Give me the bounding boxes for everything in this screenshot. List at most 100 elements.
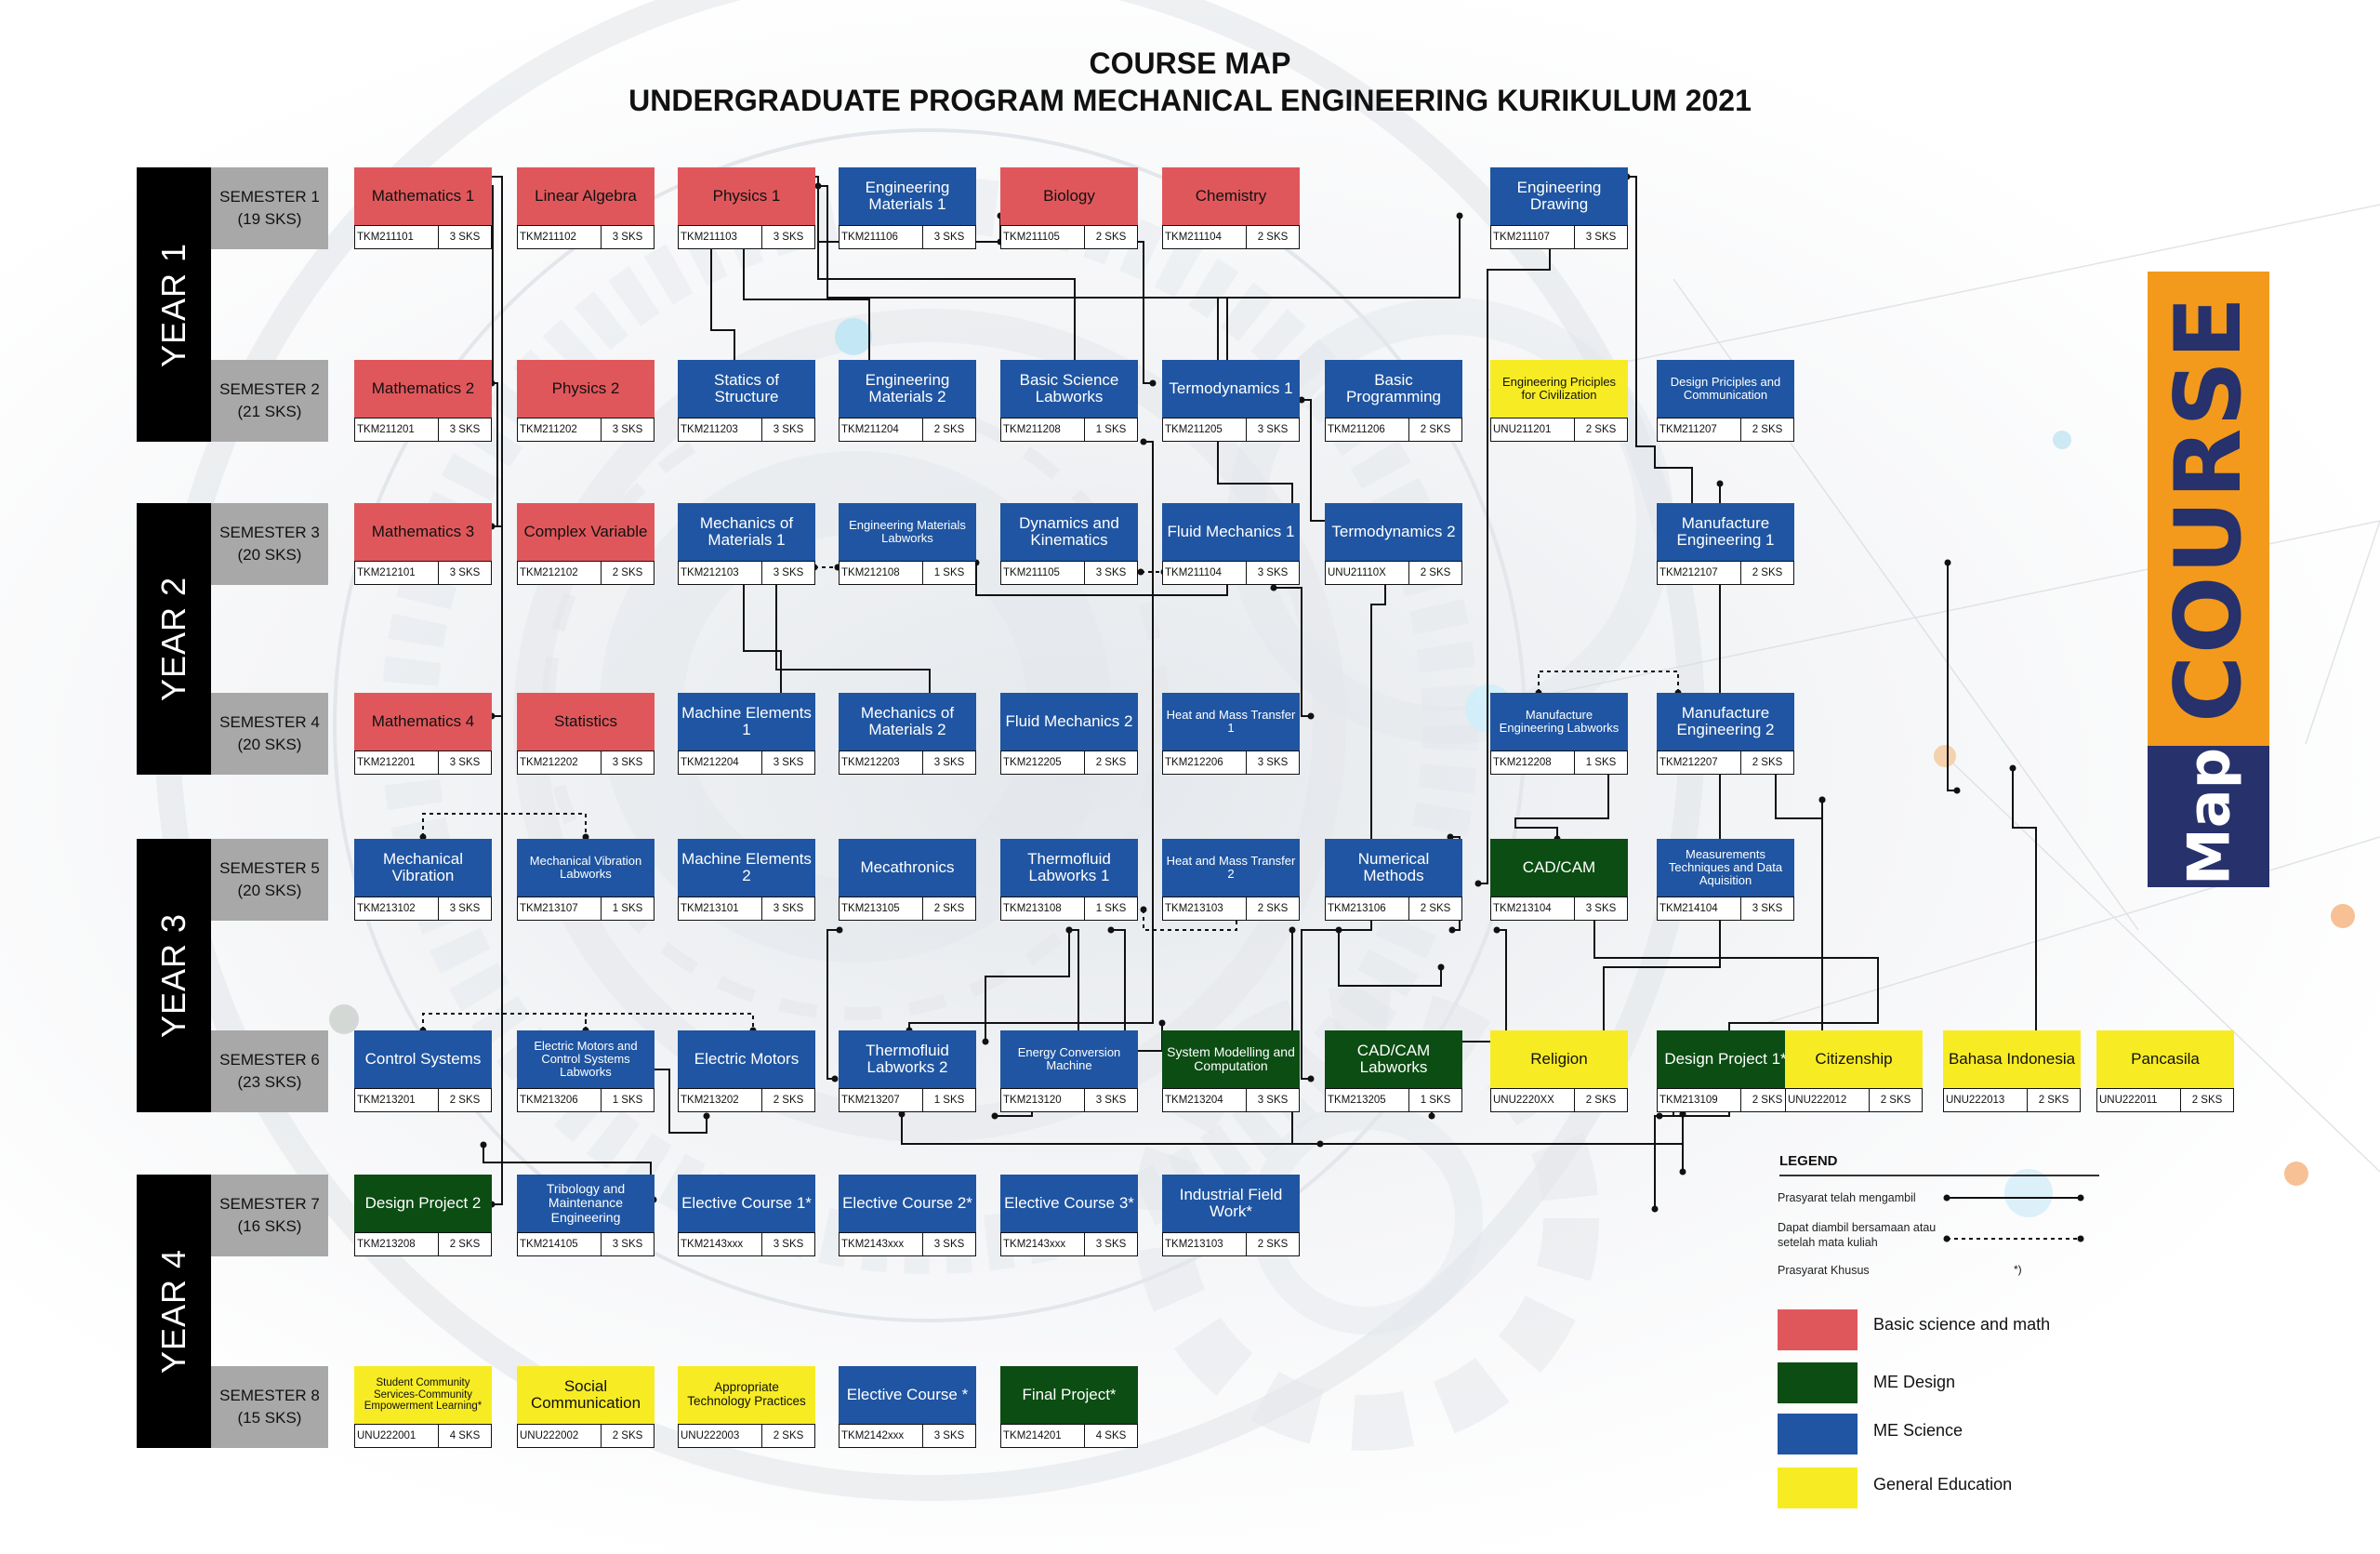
course-name: Tribology and Maintenance Engineering: [517, 1175, 654, 1232]
course-code: TKM212205: [1001, 751, 1085, 774]
year-label: YEAR 1: [137, 167, 211, 442]
course-code: TKM213207: [840, 1089, 923, 1111]
course-sks: 2 SKS: [1095, 757, 1127, 768]
course-name: Final Project*: [1000, 1366, 1138, 1424]
course-card-sccel: Student Community Services-Community Emp…: [354, 1366, 492, 1450]
course-sks: 3 SKS: [773, 903, 804, 914]
course-name: Elective Course 2*: [839, 1175, 976, 1232]
course-code: TKM213103: [1163, 1233, 1247, 1255]
course-sks: 3 SKS: [933, 232, 965, 243]
semester-label: SEMESTER 8(15 SKS): [211, 1366, 328, 1448]
course-sks: 3 SKS: [1257, 757, 1289, 768]
semester-label: SEMESTER 6(23 SKS): [211, 1030, 328, 1112]
course-code: TKM213201: [355, 1089, 439, 1111]
course-code: TKM213103: [1163, 897, 1247, 920]
course-code: UNU222001: [355, 1425, 439, 1447]
course-name: Mathematics 4: [354, 693, 492, 750]
course-sks: 3 SKS: [1257, 1095, 1289, 1106]
course-code: TKM213105: [840, 897, 923, 920]
course-code: TKM212103: [679, 562, 762, 584]
course-sks: 2 SKS: [612, 1430, 643, 1441]
course-name: Dynamics and Kinematics: [1000, 503, 1138, 561]
course-code: TKM211105: [1001, 226, 1085, 248]
course-sks: 3 SKS: [773, 424, 804, 435]
legend-swatch-general-education: [1778, 1468, 1858, 1508]
legend-special-mark: *): [2014, 1263, 2022, 1276]
course-name: Mechanical Vibration Labworks: [517, 839, 654, 897]
course-sks: 3 SKS: [1095, 1239, 1127, 1250]
course-sks: 3 SKS: [449, 232, 481, 243]
course-code: TKM211103: [679, 226, 762, 248]
course-name: Biology: [1000, 167, 1138, 225]
course-code: TKM2143xxx: [840, 1233, 923, 1255]
course-sks: 4 SKS: [1095, 1430, 1127, 1441]
course-name: Design Priciples and Communication: [1657, 360, 1794, 418]
brand-course-banner: COURSE: [2148, 272, 2269, 746]
course-code: TKM213106: [1326, 897, 1409, 920]
course-code: TKM211208: [1001, 418, 1085, 441]
course-name: Citizenship: [1785, 1030, 1923, 1088]
course-sks: 3 SKS: [1257, 567, 1289, 578]
course-sks: 3 SKS: [1585, 232, 1617, 243]
legend-label-me-science: ME Science: [1873, 1421, 1964, 1440]
course-sks: 4 SKS: [449, 1430, 481, 1441]
course-code: TKM214105: [518, 1233, 602, 1255]
course-name: Mathematics 3: [354, 503, 492, 561]
course-code: TKM2143xxx: [1001, 1233, 1085, 1255]
course-code: TKM211203: [679, 418, 762, 441]
course-name: Complex Variable: [517, 503, 654, 561]
course-sks: 3 SKS: [933, 1239, 965, 1250]
course-name: Fluid Mechanics 2: [1000, 693, 1138, 750]
course-sks: 2 SKS: [1420, 903, 1451, 914]
course-name: Thermofluid Labworks 2: [839, 1030, 976, 1088]
course-sks: 2 SKS: [773, 1095, 804, 1106]
course-name: Engineering Priciples for Civilization: [1490, 360, 1628, 418]
course-code: TKM213109: [1658, 1089, 1741, 1111]
legend-solid-label: Prasyarat telah mengambil: [1778, 1191, 1916, 1204]
course-name: Termodynamics 2: [1325, 503, 1462, 561]
course-name: Social Communication: [517, 1366, 654, 1424]
course-code: TKM2143xxx: [679, 1233, 762, 1255]
course-code: UNU222003: [679, 1425, 762, 1447]
course-name: Fluid Mechanics 1: [1162, 503, 1300, 561]
course-sks: 2 SKS: [1752, 567, 1783, 578]
course-name: Mecathronics: [839, 839, 976, 897]
legend-label-general-education: General Education: [1873, 1475, 2013, 1494]
legend-label-basic-science: Basic science and math: [1873, 1315, 2051, 1334]
course-sks: 3 SKS: [933, 757, 965, 768]
course-name: System Modelling and Computation: [1162, 1030, 1300, 1088]
course-card-emotorlab: Electric Motors and Control Systems Labw…: [517, 1030, 654, 1114]
course-code: TKM212202: [518, 751, 602, 774]
course-sks: 3 SKS: [1095, 567, 1127, 578]
course-name: Basic Programming: [1325, 360, 1462, 418]
course-name: Design Project 2: [354, 1175, 492, 1232]
course-name: Design Project 1*: [1657, 1030, 1794, 1088]
course-sks: 3 SKS: [449, 424, 481, 435]
year-label: YEAR 3: [137, 839, 211, 1112]
course-name: Electric Motors: [678, 1030, 815, 1088]
legend-divider: [1779, 1175, 2099, 1176]
course-code: UNU21110X: [1326, 562, 1409, 584]
course-code: TKM212208: [1491, 751, 1575, 774]
course-name: Physics 2: [517, 360, 654, 418]
course-name: Physics 1: [678, 167, 815, 225]
course-sks: 2 SKS: [933, 424, 965, 435]
